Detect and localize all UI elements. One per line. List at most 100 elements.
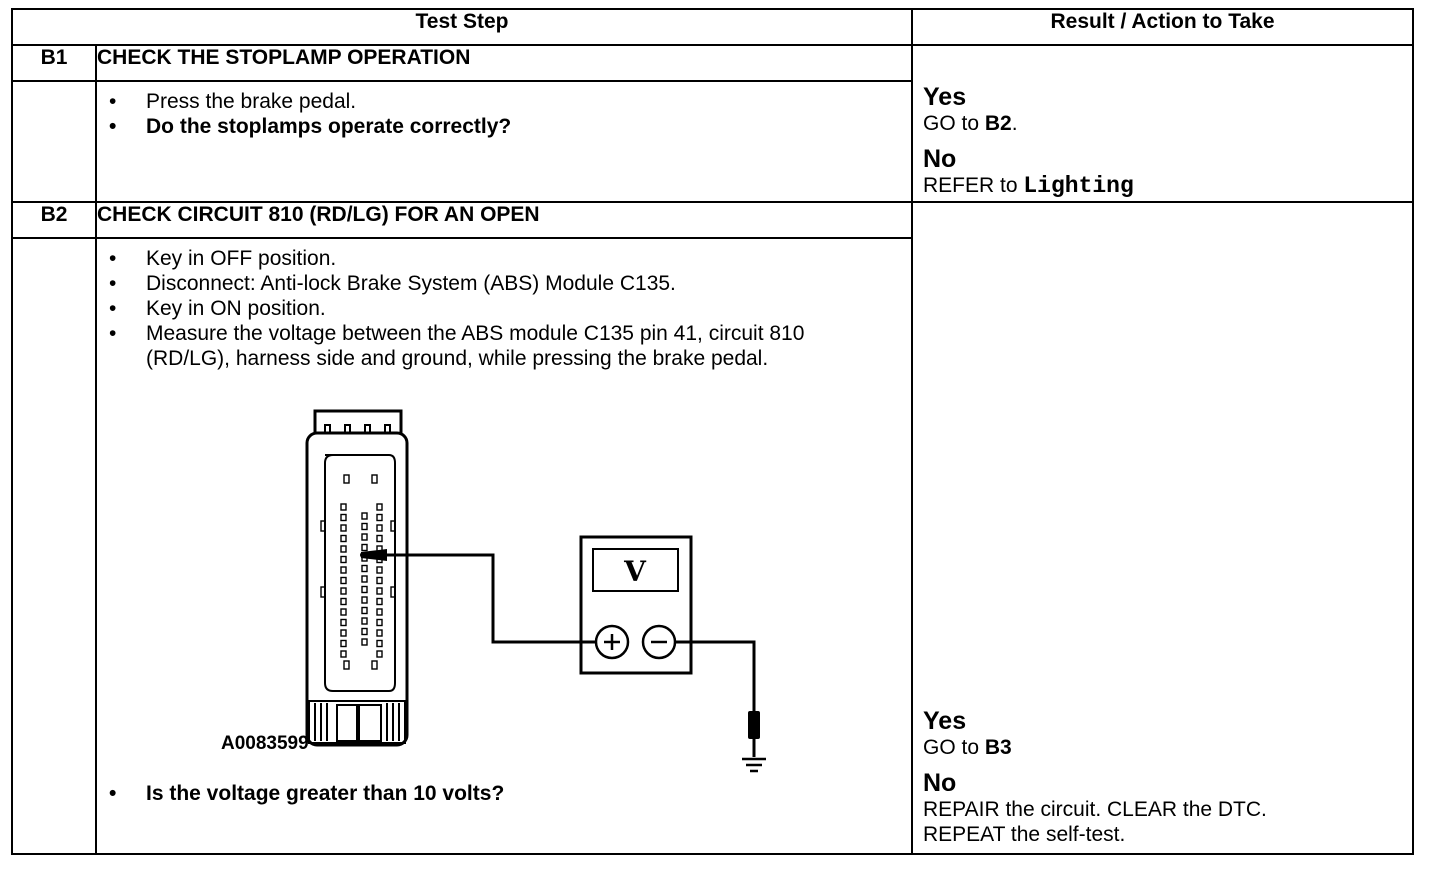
pin-cavity [376, 503, 383, 511]
pin-cavity [376, 545, 383, 553]
b1-step-2: Do the stoplamps operate correctly? [97, 114, 911, 139]
pin-cavity [340, 650, 347, 658]
b2-yes-label: Yes [923, 707, 967, 735]
pin-cavity [361, 596, 368, 604]
side-key [390, 520, 396, 532]
pin-cavity [361, 617, 368, 625]
pin-cavity [376, 608, 383, 616]
pin-cavity [376, 597, 383, 606]
voltmeter-body [579, 535, 693, 675]
pin-cavity [361, 512, 368, 520]
figure-id: A0083599 [221, 733, 309, 754]
wiring-diagram: V [305, 409, 766, 773]
step-id-b2: B2 [11, 201, 97, 239]
connector-base [308, 700, 406, 744]
pin-cavity [340, 534, 347, 543]
connector-latch [313, 409, 403, 433]
pin-cavity [340, 618, 347, 627]
pin-cavity [361, 627, 368, 636]
negative-test-lead [675, 640, 756, 711]
pin-cavity [376, 629, 383, 637]
pin-cavity [371, 660, 378, 670]
b1-no-label: No [923, 145, 957, 173]
pin-cavity [376, 618, 383, 627]
b1-yes-label: Yes [923, 83, 967, 111]
pin-cavity [340, 597, 347, 606]
b2-yes-action: GO to B3 [923, 736, 1012, 759]
pin-cavity [376, 639, 383, 648]
pin-cavity [361, 606, 368, 615]
connector-cavity [324, 454, 396, 692]
pin-cavity [340, 587, 347, 595]
pin-cavity [376, 576, 383, 585]
pin-cavity [361, 575, 368, 583]
abs-connector-c135 [305, 431, 409, 747]
connector-voltmeter-figure: V A0083599 [97, 371, 913, 781]
side-key [390, 586, 396, 598]
b2-step-2: Disconnect: Anti-lock Brake System (ABS)… [97, 271, 911, 296]
b1-step-list: Press the brake pedal. Do the stoplamps … [97, 82, 911, 139]
pin-cavity [340, 608, 347, 616]
pin-cavity [340, 629, 347, 637]
latch-tooth [324, 424, 331, 434]
latch-tooth [344, 424, 351, 434]
pin-cavity [340, 503, 347, 511]
header-test-step: Test Step [11, 8, 913, 46]
pin-cavity [340, 576, 347, 585]
pin-cavity [340, 566, 347, 574]
pin-cavity [361, 564, 368, 573]
ground-probe-handle [748, 711, 760, 739]
diagnostic-test-table: Test Step Result / Action to Take B1 CHE… [11, 8, 1414, 855]
voltmeter-symbol: V [623, 555, 647, 588]
pin-cavity [376, 524, 383, 532]
b2-step-1: Key in OFF position. [97, 246, 911, 271]
pin-cavity [376, 555, 383, 564]
latch-tooth [364, 424, 371, 434]
pin-cavity [340, 639, 347, 648]
b1-no-target-link[interactable]: Lighting [1023, 173, 1134, 199]
pin-cavity [376, 587, 383, 595]
latch-tooth [384, 424, 391, 434]
b1-yes-target-link[interactable]: B2 [984, 112, 1012, 135]
b2-no-action-2: REPEAT the self-test. [923, 823, 1126, 846]
pin-cavity [340, 545, 347, 553]
pin-cavity [340, 524, 347, 532]
b1-empty-id-cell [11, 80, 97, 203]
pin-cavity [376, 534, 383, 543]
b2-no-action-1: REPAIR the circuit. CLEAR the DTC. [923, 798, 1267, 821]
pin-cavity [376, 513, 383, 522]
b1-yes-action: GO to B2. [923, 112, 1018, 135]
pin-cavity [361, 554, 368, 562]
side-key [320, 586, 326, 598]
result-cell-b2: Yes GO to B3 No REPAIR the circuit. CLEA… [911, 201, 1414, 855]
header-result-action: Result / Action to Take [911, 8, 1414, 46]
step-title-b1: CHECK THE STOPLAMP OPERATION [95, 44, 913, 82]
step-id-b1: B1 [11, 44, 97, 82]
pin-cavity [361, 585, 368, 594]
base-slot [358, 704, 382, 742]
side-key [320, 520, 326, 532]
b2-yes-target-link[interactable]: B3 [984, 736, 1012, 759]
step-title-b2: CHECK CIRCUIT 810 (RD/LG) FOR AN OPEN [95, 201, 913, 239]
b2-no-label: No [923, 769, 957, 797]
pin-cavity [361, 522, 368, 531]
pin-cavity [376, 566, 383, 574]
b1-no-action: REFER to Lighting [923, 173, 1134, 199]
b2-empty-id-cell [11, 237, 97, 855]
b2-step-3: Key in ON position. [97, 296, 911, 321]
b2-step-list: Key in OFF position. Disconnect: Anti-lo… [97, 239, 911, 371]
pin-cavity [340, 555, 347, 564]
voltmeter-display [592, 548, 679, 592]
b2-question: Is the voltage greater than 10 volts? [97, 781, 911, 812]
pin-cavity [376, 650, 383, 658]
pin-cavity [361, 533, 368, 541]
b2-steps-cell: Key in OFF position. Disconnect: Anti-lo… [95, 237, 913, 855]
pin-cavity [343, 660, 350, 670]
b1-steps-cell: Press the brake pedal. Do the stoplamps … [95, 80, 913, 203]
b1-step-1: Press the brake pedal. [97, 89, 911, 114]
pin-cavity [361, 638, 368, 646]
positive-test-lead [363, 553, 596, 644]
b2-step-4: Measure the voltage between the ABS modu… [97, 321, 911, 371]
pin-cavity [340, 513, 347, 522]
pin-cavity [371, 474, 378, 484]
